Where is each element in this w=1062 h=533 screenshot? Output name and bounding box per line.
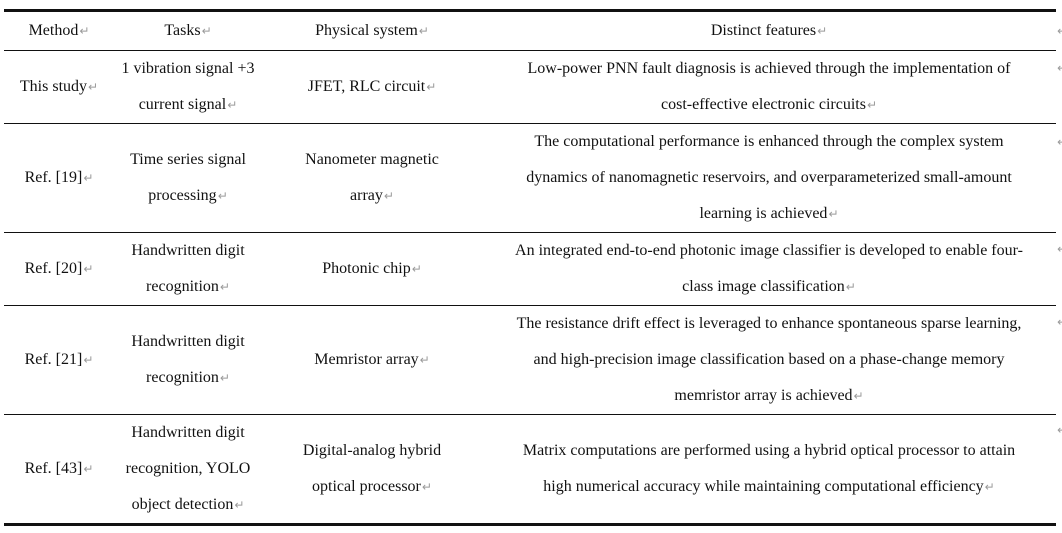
cell-method: Ref. [19]↵ — [4, 123, 114, 233]
paragraph-mark-icon: ↵ — [419, 353, 430, 367]
paragraph-mark-icon: ↵ — [219, 280, 230, 294]
cell-distinct-features: Matrix computations are performed using … — [522, 442, 1016, 495]
paragraph-mark-icon: ↵ — [828, 207, 839, 221]
header-method: Method↵ — [4, 10, 114, 51]
table-header-row: Method↵ Tasks↵ Physical system↵ Distinct… — [4, 10, 1056, 51]
row-end-mark-icon: ↵ — [1057, 424, 1062, 436]
row-end-mark-icon: ↵ — [1057, 316, 1062, 328]
row-end-mark-icon: ↵ — [1057, 62, 1062, 74]
cell-physical-system: Memristor array↵ — [262, 305, 482, 415]
paragraph-mark-icon: ↵ — [421, 480, 432, 494]
paragraph-mark-icon: ↵ — [984, 480, 995, 494]
paragraph-mark-icon: ↵ — [411, 262, 422, 276]
header-physical-system: Physical system↵ — [262, 10, 482, 51]
cell-method: Ref. [43]↵ — [24, 460, 94, 477]
cell-distinct-features: The resistance drift effect is leveraged… — [482, 305, 1056, 415]
row-end-mark-icon: ↵ — [1057, 243, 1062, 255]
paragraph-mark-icon: ↵ — [234, 498, 245, 512]
paragraph-mark-icon: ↵ — [83, 171, 94, 185]
paragraph-mark-icon: ↵ — [817, 24, 828, 38]
paragraph-mark-icon: ↵ — [866, 98, 877, 112]
cell-physical-system: JFET, RLC circuit↵ — [262, 50, 482, 124]
cell-distinct-features: The computational performance is enhance… — [482, 123, 1056, 233]
cell-physical-system: Photonic chip↵ — [262, 232, 482, 306]
paragraph-mark-icon: ↵ — [383, 189, 394, 203]
comparison-table: Method↵ Tasks↵ Physical system↵ Distinct… — [4, 9, 1056, 526]
paragraph-mark-icon: ↵ — [853, 389, 864, 403]
paragraph-mark-icon: ↵ — [418, 24, 429, 38]
cell-method: This study↵ — [4, 50, 114, 124]
cell-method: Ref. [20]↵ — [4, 232, 114, 306]
paragraph-mark-icon: ↵ — [426, 80, 437, 94]
paragraph-mark-icon: ↵ — [83, 262, 94, 276]
paragraph-mark-icon: ↵ — [227, 98, 238, 112]
row-end-mark-icon: ↵ — [1057, 25, 1062, 37]
header-distinct-features: Distinct features↵ — [482, 10, 1056, 51]
row-end-mark-icon: ↵ — [1057, 136, 1062, 148]
cell-distinct-features: Low-power PNN fault diagnosis is achieve… — [482, 50, 1056, 124]
paragraph-mark-icon: ↵ — [201, 24, 212, 38]
paragraph-mark-icon: ↵ — [79, 24, 90, 38]
cell-distinct-features: An integrated end-to-end photonic image … — [482, 232, 1056, 306]
paragraph-mark-icon: ↵ — [83, 462, 94, 476]
paragraph-mark-icon: ↵ — [217, 189, 228, 203]
paragraph-mark-icon: ↵ — [88, 80, 99, 94]
paragraph-mark-icon: ↵ — [845, 280, 856, 294]
paragraph-mark-icon: ↵ — [219, 371, 230, 385]
header-tasks: Tasks↵ — [114, 10, 262, 51]
cell-method: Ref. [21]↵ — [4, 305, 114, 415]
paragraph-mark-icon: ↵ — [83, 353, 94, 367]
